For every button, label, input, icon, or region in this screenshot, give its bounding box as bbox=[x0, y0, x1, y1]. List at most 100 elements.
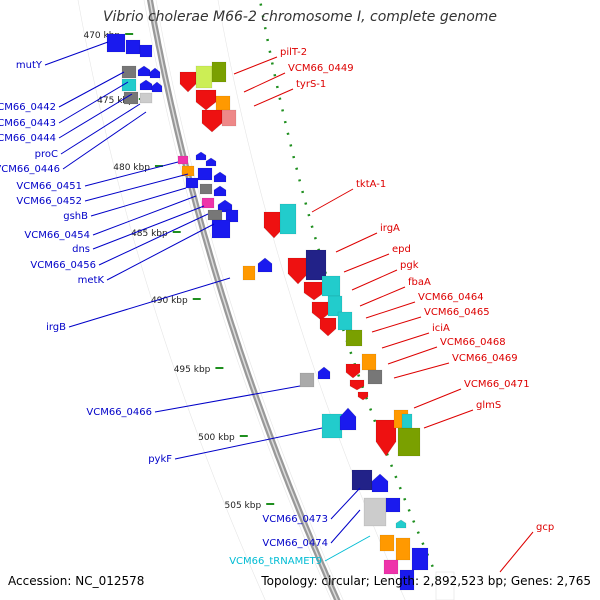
gene-block bbox=[139, 92, 153, 104]
gene-block bbox=[185, 177, 199, 189]
gene-label-leader bbox=[330, 487, 361, 520]
tick-label: 500 kbp bbox=[198, 433, 235, 443]
gene-block bbox=[201, 109, 223, 133]
gene-label-right: VCM66_0465 bbox=[424, 307, 490, 318]
gene-label-leader bbox=[499, 531, 534, 573]
gene-label-leader bbox=[393, 362, 450, 379]
gene-label-leader bbox=[58, 81, 129, 124]
gene-block bbox=[411, 547, 429, 571]
map-title: Vibrio cholerae M66-2 chromosome I, comp… bbox=[102, 9, 498, 25]
gene-label-leader bbox=[106, 223, 215, 281]
gene-block bbox=[179, 71, 197, 93]
gene-label-left: VCM66_0456 bbox=[30, 260, 96, 271]
gene-block bbox=[345, 329, 363, 347]
gene-label-leader bbox=[359, 286, 406, 307]
tick-label: 480 kbp bbox=[113, 163, 150, 173]
gene-block bbox=[397, 427, 421, 457]
gene-block bbox=[363, 497, 387, 527]
gene-block bbox=[375, 419, 397, 457]
gene-block bbox=[201, 197, 215, 209]
gene-block bbox=[361, 353, 377, 371]
gene-label-right: irgA bbox=[380, 223, 400, 234]
gene-label-leader bbox=[92, 205, 205, 250]
topology-text: Topology: circular; Length: 2,892,523 bp… bbox=[261, 574, 591, 588]
gene-label-right: VCM66_0471 bbox=[464, 379, 530, 390]
gene-block bbox=[349, 379, 365, 391]
gene-label-leader bbox=[92, 195, 197, 236]
gene-label-leader bbox=[253, 88, 294, 107]
gene-block bbox=[357, 391, 369, 401]
gene-block bbox=[213, 185, 227, 197]
forward-strand-lane bbox=[77, 0, 332, 600]
gene-label-leader bbox=[243, 72, 286, 93]
gene-block bbox=[205, 157, 217, 167]
gene-block bbox=[385, 497, 401, 513]
gene-label-left: VCM66_0452 bbox=[16, 196, 82, 207]
gene-block bbox=[125, 39, 141, 55]
gene-label-right: fbaA bbox=[408, 277, 431, 288]
gene-label-left: VCM66_0474 bbox=[262, 538, 328, 549]
track-dotted-line bbox=[258, 0, 449, 600]
gene-label-right: iciA bbox=[432, 323, 450, 334]
gene-block bbox=[327, 295, 343, 317]
tick-label: 475 kbp bbox=[97, 96, 134, 106]
gene-block bbox=[299, 372, 315, 388]
gene-block bbox=[195, 89, 217, 111]
gene-label-leader bbox=[365, 301, 416, 319]
gene-block bbox=[149, 67, 161, 79]
gene-label-leader bbox=[62, 111, 147, 170]
gene-label-left: VCM66_0444 bbox=[0, 133, 56, 144]
gene-label-left: VCM66_0454 bbox=[24, 230, 90, 241]
gene-block bbox=[305, 249, 327, 281]
gene-label-leader bbox=[174, 427, 323, 460]
gene-label-leader bbox=[324, 535, 371, 562]
gene-label-right: pilT-2 bbox=[280, 47, 307, 58]
gene-block bbox=[311, 301, 331, 321]
gene-block bbox=[317, 366, 331, 380]
accession-text: Accession: NC_012578 bbox=[8, 574, 145, 588]
gene-label-leader bbox=[58, 93, 133, 139]
gene-label-leader bbox=[84, 161, 179, 187]
gene-label-leader bbox=[381, 332, 430, 349]
gene-block bbox=[199, 183, 213, 195]
gene-block bbox=[121, 65, 137, 79]
gene-label-left: VCM66_0451 bbox=[16, 181, 82, 192]
gene-label-left: irgB bbox=[46, 322, 66, 333]
gene-block bbox=[225, 209, 239, 223]
gene-label-leader bbox=[311, 188, 354, 213]
gene-block bbox=[207, 209, 223, 221]
gene-label-leader bbox=[233, 56, 278, 75]
gene-label-leader bbox=[68, 277, 231, 328]
genome-backbone-highlight bbox=[149, 0, 339, 600]
gene-block bbox=[177, 155, 189, 165]
gene-block bbox=[123, 91, 139, 105]
gene-label-left: VCM66_tRNAMET9 bbox=[229, 556, 322, 567]
gene-label-left: metK bbox=[78, 275, 105, 286]
tick-label: 505 kbp bbox=[225, 501, 262, 511]
gene-label-left: VCM66_0466 bbox=[86, 407, 152, 418]
gene-block bbox=[383, 559, 399, 575]
gene-label-leader bbox=[423, 409, 474, 429]
gene-label-right: VCM66_0469 bbox=[452, 353, 518, 364]
tick-label: 490 kbp bbox=[151, 296, 188, 306]
gene-block bbox=[399, 569, 415, 591]
tick-label: 495 kbp bbox=[174, 365, 211, 375]
gene-block bbox=[321, 275, 341, 297]
gene-label-leader bbox=[335, 232, 378, 253]
reverse-strand-lane bbox=[155, 0, 406, 600]
gene-block bbox=[211, 61, 227, 83]
gene-block bbox=[215, 95, 231, 113]
gene-label-leader bbox=[413, 388, 462, 409]
gene-block bbox=[257, 257, 273, 273]
gene-block bbox=[221, 109, 237, 127]
gene-block bbox=[303, 281, 325, 301]
gene-label-leader bbox=[371, 316, 422, 333]
gene-block bbox=[106, 33, 126, 53]
gene-label-leader bbox=[98, 213, 209, 266]
gene-label-right: gcp bbox=[536, 522, 554, 533]
gene-block bbox=[337, 311, 353, 331]
gene-block bbox=[395, 519, 407, 529]
gene-label-left: dns bbox=[72, 244, 90, 255]
gene-block bbox=[379, 534, 395, 552]
gene-label-leader bbox=[44, 41, 109, 66]
